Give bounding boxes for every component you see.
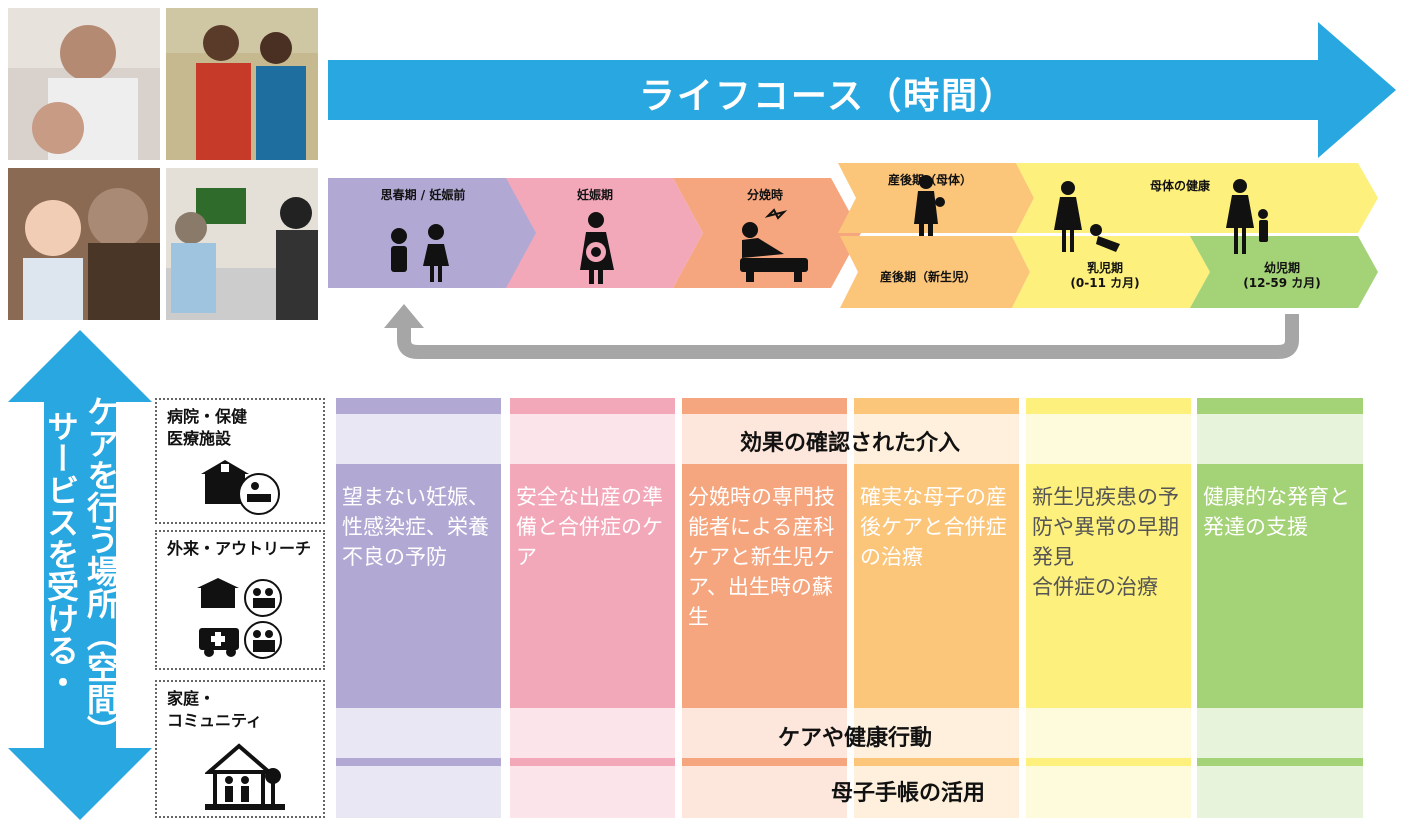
setting-home-community: 家庭・ コミュニティ	[155, 680, 325, 818]
column-4-care-band	[854, 708, 1019, 758]
column-2-top-strip	[510, 398, 675, 414]
setting-home-label: 家庭・ コミュニティ	[167, 689, 263, 730]
column-5-body	[1026, 464, 1191, 708]
stage-delivery-shape	[673, 178, 861, 288]
column-4-handbook-band	[854, 766, 1019, 818]
column-1-text: 望まない妊娠、性感染症、栄養不良の予防	[342, 485, 489, 569]
column-5-handbook-band	[1026, 766, 1191, 818]
column-2-care-band	[510, 708, 675, 758]
stage-postpartum-newborn-shape	[840, 236, 1030, 308]
stage-postpartum-mother-shape	[838, 163, 1034, 233]
column-1-mid-strip	[336, 758, 501, 766]
band-handbook-title: 母子手帳の活用	[830, 781, 985, 806]
column-5-text: 新生児疾患の予防や異常の早期発見 合併症の治療	[1032, 485, 1179, 599]
cycle-return-arrow	[384, 304, 1299, 359]
stage-delivery-label: 分娩時	[746, 188, 783, 202]
column-3-interventions-band	[682, 414, 847, 464]
outreach-icons	[197, 578, 282, 659]
column-2-text: 安全な出産の準備と合併症のケア	[516, 485, 663, 569]
column-6-body	[1197, 464, 1363, 708]
column-1-interventions-band	[336, 414, 501, 464]
pregnant-woman-icon	[580, 212, 614, 284]
setting-outreach-label: 外来・アウトリーチ	[167, 539, 312, 558]
band-care-title: ケアや健康行動	[777, 726, 932, 751]
column-6-handbook-band	[1197, 766, 1363, 818]
home-community-icon	[205, 743, 285, 810]
mother-toddler-icon	[1226, 179, 1268, 254]
column-3-care-band	[682, 708, 847, 758]
column-1-handbook-band	[336, 766, 501, 818]
photo-health-worker	[166, 168, 318, 320]
stage-infant-label: 乳児期(0-11 カ月)	[1070, 261, 1140, 290]
column-4-top-strip	[854, 398, 1019, 414]
stage-pregnancy-label: 妊娠期	[576, 188, 613, 202]
column-6-care-band	[1197, 708, 1363, 758]
column-4-interventions-band	[854, 414, 1019, 464]
adolescent-couple-icon	[391, 224, 449, 282]
column-3-handbook-band	[682, 766, 847, 818]
delivery-bed-icon	[740, 208, 808, 282]
stage-maternal-health-shape	[1016, 163, 1378, 233]
stage-postpartum-mother-label: 産後期（母体）	[887, 173, 972, 187]
mother-holding-baby-icon	[914, 175, 945, 236]
column-3-text: 分娩時の専門技能者による産科ケアと新生児ケア、出生時の蘇生	[688, 485, 835, 629]
photo-doctor-child	[8, 8, 160, 160]
band-interventions-title: 効果の確認された介入	[739, 431, 960, 456]
mother-baby-crawling-icon	[1054, 181, 1120, 252]
column-3-body	[682, 464, 847, 708]
column-2-mid-strip	[510, 758, 675, 766]
stage-pre-label: 思春期 / 妊娠前	[380, 188, 466, 202]
photo-women-group	[166, 8, 318, 160]
column-3-mid-strip	[682, 758, 847, 766]
hospital-icon	[201, 460, 280, 515]
space-axis-label-line2: ケアを行う場所（空間）	[82, 395, 120, 747]
column-2-interventions-band	[510, 414, 675, 464]
setting-outreach: 外来・アウトリーチ	[155, 530, 325, 670]
column-5-mid-strip	[1026, 758, 1191, 766]
column-4-mid-strip	[854, 758, 1019, 766]
setting-hospital-label: 病院・保健 医療施設	[167, 407, 248, 448]
space-axis-arrow	[8, 330, 152, 820]
photo-mother-baby	[8, 168, 160, 320]
space-axis-label-line1: サービスを受ける・	[42, 410, 80, 698]
column-5-interventions-band	[1026, 414, 1191, 464]
stage-infant-shape	[1012, 236, 1210, 308]
column-3-top-strip	[682, 398, 847, 414]
stage-child-label: 幼児期(12-59 カ月)	[1243, 261, 1321, 290]
column-1-care-band	[336, 708, 501, 758]
column-2-handbook-band	[510, 766, 675, 818]
column-5-top-strip	[1026, 398, 1191, 414]
life-course-arrow	[328, 22, 1396, 158]
column-5-care-band	[1026, 708, 1191, 758]
column-1-top-strip	[336, 398, 501, 414]
column-4-body	[854, 464, 1019, 708]
life-course-title: ライフコース（時間）	[638, 76, 1018, 117]
column-6-mid-strip	[1197, 758, 1363, 766]
stage-postpartum-newborn-label: 産後期（新生児）	[879, 270, 976, 284]
stage-chevrons	[328, 163, 1378, 308]
setting-hospital: 病院・保健 医療施設	[155, 398, 325, 524]
column-4-text: 確実な母子の産後ケアと合併症の治療	[860, 485, 1007, 569]
column-6-text: 健康的な発育と発達の支援	[1203, 485, 1350, 539]
column-6-top-strip	[1197, 398, 1363, 414]
column-1-body	[336, 464, 501, 708]
column-6-interventions-band	[1197, 414, 1363, 464]
column-2-body	[510, 464, 675, 708]
stage-maternal-health-label: 母体の健康	[1149, 179, 1210, 193]
